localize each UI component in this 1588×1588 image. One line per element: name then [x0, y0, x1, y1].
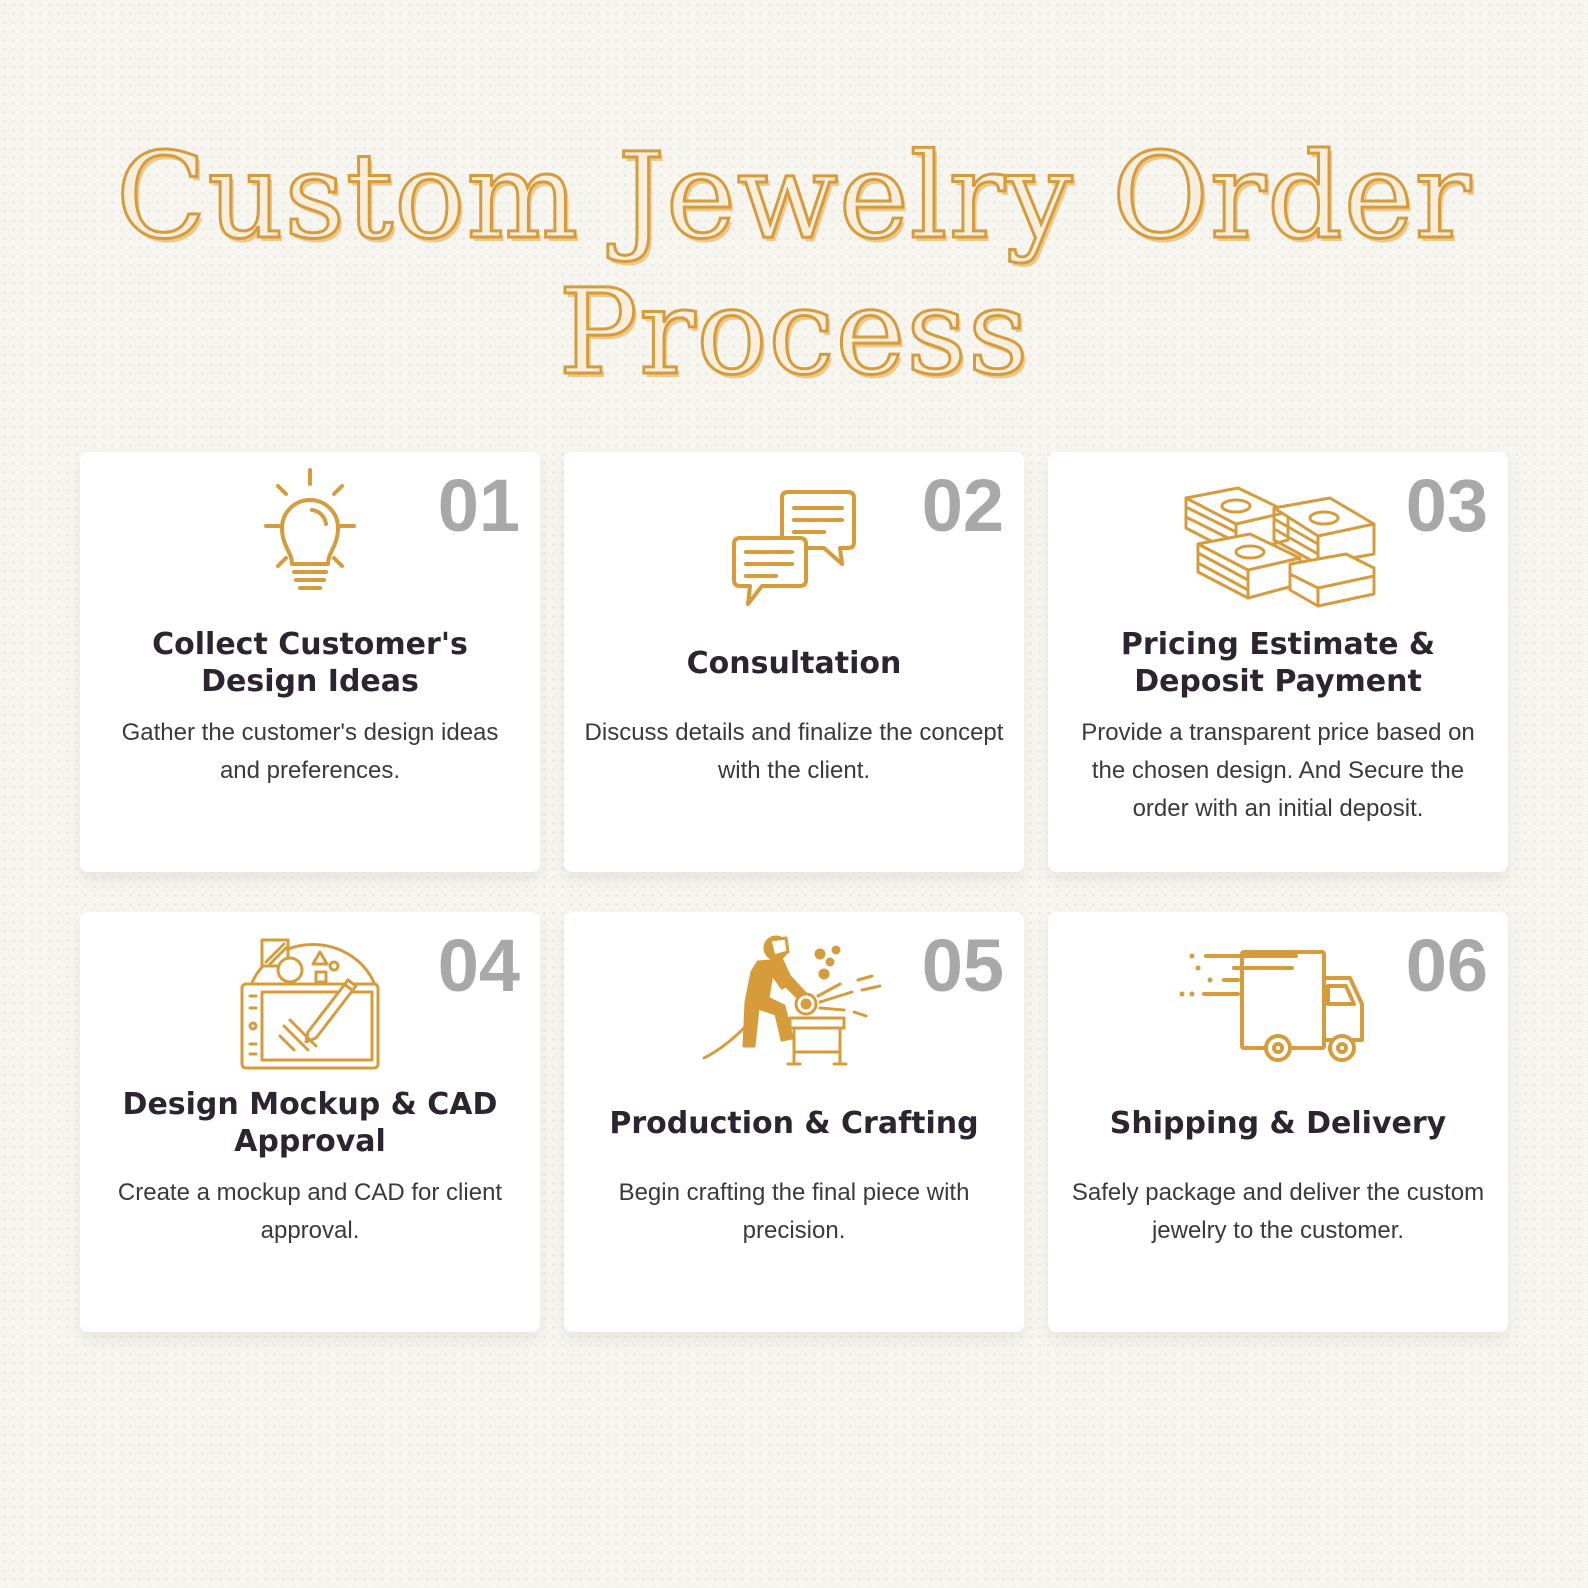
step-card-1: 01 Collect Customer's Design Ideas Gathe…: [80, 452, 540, 872]
step-description: Gather the customer's design ideas and p…: [121, 719, 499, 784]
design-tablet-icon: [210, 928, 410, 1078]
step-description: Provide a transparent price based on the…: [1081, 719, 1475, 822]
step-number: 01: [437, 464, 520, 547]
step-title: Collect Customer's Design Ideas: [152, 627, 468, 699]
page-title: Custom Jewelry Order Process: [0, 127, 1588, 402]
step-title: Shipping & Delivery: [1109, 1105, 1447, 1141]
chat-bubbles-icon: [694, 468, 894, 618]
step-title: Pricing Estimate & Deposit Payment: [1120, 627, 1436, 699]
step-description: Begin crafting the final piece with prec…: [618, 1179, 970, 1244]
step-number: 06: [1405, 924, 1488, 1007]
step-card-2: 02 Consultation Discuss details and fina…: [564, 452, 1024, 872]
step-description: Safely package and deliver the custom je…: [1071, 1179, 1485, 1244]
step-description: Create a mockup and CAD for client appro…: [117, 1179, 503, 1244]
step-number: 03: [1405, 464, 1488, 547]
step-number: 02: [921, 464, 1004, 547]
step-card-4: 04: [80, 912, 540, 1332]
step-title: Consultation: [686, 645, 902, 681]
craftsman-grinder-icon: [694, 928, 894, 1078]
page-title-line-1: Custom Jewelry Order: [115, 127, 1473, 266]
step-title: Design Mockup & CAD Approval: [122, 1087, 498, 1159]
lightbulb-icon: [210, 468, 410, 618]
delivery-truck-icon: [1178, 928, 1378, 1078]
step-number: 05: [921, 924, 1004, 1007]
step-card-5: 05: [564, 912, 1024, 1332]
steps-grid: 01 Collect Customer's Design Ideas Gathe…: [80, 452, 1508, 1334]
page-title-line-2: Process: [557, 263, 1030, 402]
step-card-3: 03: [1048, 452, 1508, 872]
step-description: Discuss details and finalize the concept…: [584, 719, 1004, 784]
step-title: Production & Crafting: [609, 1105, 979, 1141]
step-card-6: 06 Shipping & Delivery S: [1048, 912, 1508, 1332]
step-number: 04: [437, 924, 520, 1007]
money-stack-icon: [1178, 468, 1378, 618]
